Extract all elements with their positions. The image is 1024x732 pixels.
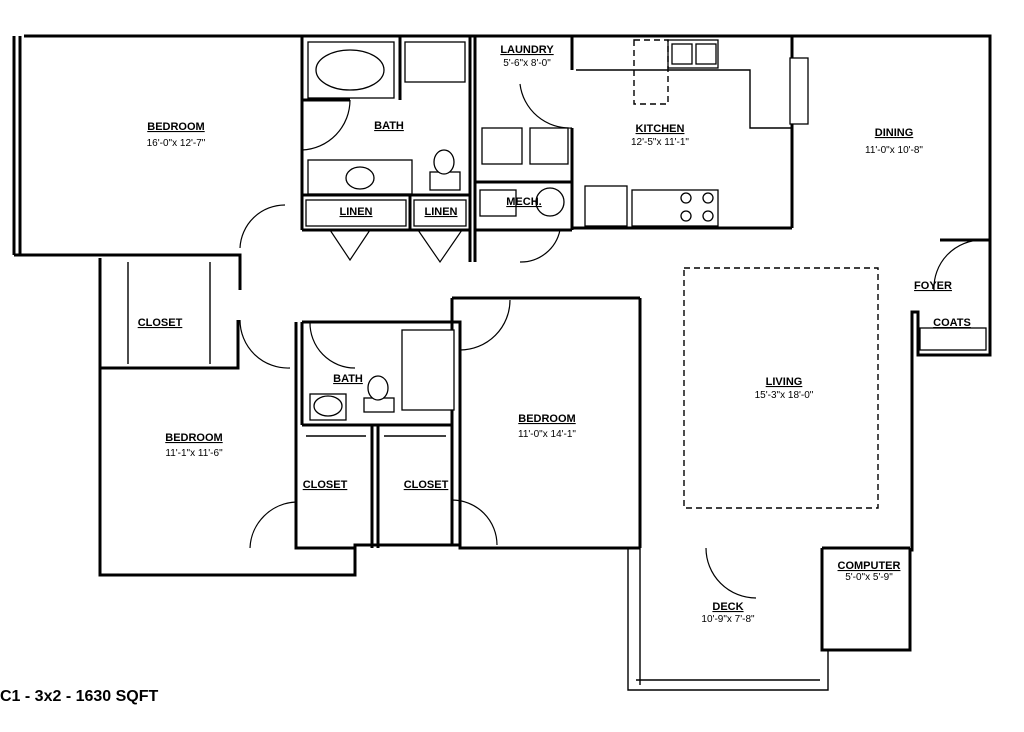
room-coats: COATS bbox=[933, 317, 971, 329]
room-linen-2: LINEN bbox=[425, 206, 458, 218]
room-name: BEDROOM bbox=[518, 413, 575, 425]
room-laundry: LAUNDRY 5'-6"x 8'-0" bbox=[500, 44, 554, 69]
room-bedroom-master: BEDROOM 16'-0"x 12'-7" bbox=[147, 121, 206, 149]
room-dims: 11'-0"x 14'-1" bbox=[518, 429, 576, 440]
room-name: LINEN bbox=[340, 206, 373, 218]
room-living: LIVING 15'-3"x 18'-0" bbox=[755, 376, 814, 401]
room-bedroom-2: BEDROOM 11'-1"x 11'-6" bbox=[165, 432, 223, 459]
room-dims: 16'-0"x 12'-7" bbox=[147, 138, 206, 149]
room-bedroom-3: BEDROOM 11'-0"x 14'-1" bbox=[518, 413, 576, 440]
room-foyer: FOYER bbox=[914, 280, 952, 292]
room-name: LAUNDRY bbox=[500, 44, 554, 56]
plan-caption: C1 - 3x2 - 1630 SQFT bbox=[0, 688, 159, 705]
room-name: BATH bbox=[374, 120, 404, 132]
room-dims: 10'-9"x 7'-8" bbox=[701, 614, 755, 625]
interior-walls bbox=[294, 36, 912, 691]
room-name: FOYER bbox=[914, 280, 952, 292]
room-linen-1: LINEN bbox=[340, 206, 373, 218]
room-closet-2: CLOSET bbox=[303, 479, 348, 491]
room-bath-master: BATH bbox=[374, 120, 404, 132]
room-deck: DECK 10'-9"x 7'-8" bbox=[701, 601, 755, 625]
room-closet-master: CLOSET bbox=[138, 317, 183, 329]
room-name: BEDROOM bbox=[165, 432, 222, 444]
room-name: CLOSET bbox=[404, 479, 449, 491]
room-closet-3: CLOSET bbox=[404, 479, 449, 491]
room-name: DINING bbox=[875, 127, 914, 139]
room-dims: 5'-0"x 5'-9" bbox=[845, 572, 893, 583]
room-dims: 15'-3"x 18'-0" bbox=[755, 390, 814, 401]
room-name: COMPUTER bbox=[838, 560, 901, 572]
room-dining: DINING 11'-0"x 10'-8" bbox=[865, 127, 923, 156]
room-name: MECH. bbox=[506, 196, 541, 208]
room-name: LINEN bbox=[425, 206, 458, 218]
room-name: BEDROOM bbox=[147, 121, 204, 133]
room-name: BATH bbox=[333, 373, 363, 385]
room-dims: 12'-5"x 11'-1" bbox=[631, 137, 689, 148]
room-name: CLOSET bbox=[303, 479, 348, 491]
room-kitchen: KITCHEN 12'-5"x 11'-1" bbox=[631, 123, 689, 148]
room-name: DECK bbox=[712, 601, 743, 613]
room-computer: COMPUTER 5'-0"x 5'-9" bbox=[838, 560, 901, 583]
room-bath-2: BATH bbox=[333, 373, 363, 385]
room-dims: 5'-6"x 8'-0" bbox=[503, 58, 551, 69]
room-name: CLOSET bbox=[138, 317, 183, 329]
room-name: COATS bbox=[933, 317, 971, 329]
room-name: LIVING bbox=[766, 376, 803, 388]
room-dims: 11'-0"x 10'-8" bbox=[865, 145, 923, 156]
room-mech: MECH. bbox=[506, 196, 541, 208]
doors bbox=[239, 83, 983, 599]
fixtures bbox=[127, 39, 987, 509]
exterior-walls bbox=[12, 34, 992, 577]
room-name: KITCHEN bbox=[636, 123, 685, 135]
room-dims: 11'-1"x 11'-6" bbox=[165, 448, 223, 459]
